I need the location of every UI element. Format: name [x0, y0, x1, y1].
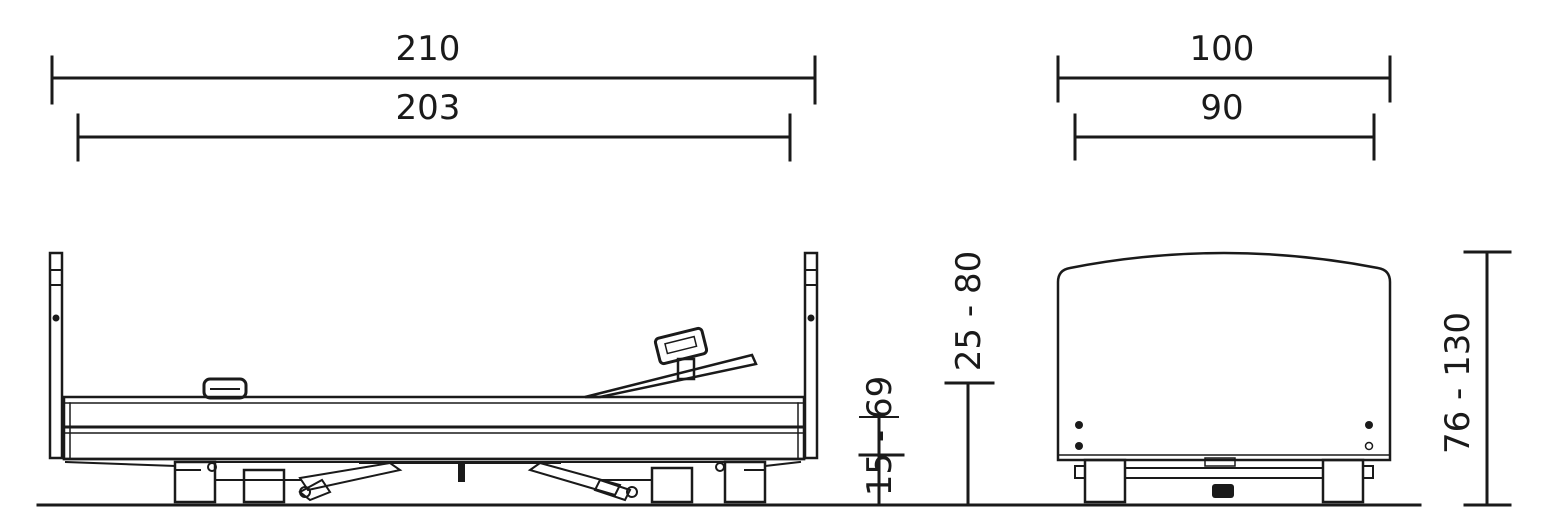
lifting-pole: [584, 326, 758, 399]
dimension-platform-height: 25 - 80: [944, 251, 995, 505]
undercarriage-side: [64, 460, 802, 504]
bed-front-view: [1056, 251, 1392, 504]
headboard-front: [1056, 251, 1392, 462]
dimension-overall-length: 210: [50, 29, 817, 105]
mattress-handle: [202, 377, 248, 400]
dimension-inner-length: 203: [76, 88, 792, 162]
end-post-left: [48, 251, 64, 460]
label-inner-length: 203: [396, 88, 461, 128]
end-post-right: [803, 251, 819, 460]
label-headboard-height: 76 - 130: [1438, 312, 1478, 454]
dimension-headboard-height: 76 - 130: [1438, 250, 1512, 507]
label-platform-height: 25 - 80: [949, 251, 989, 371]
label-clearance-height: 15 - 69: [860, 376, 900, 496]
label-overall-length: 210: [396, 29, 461, 69]
undercarriage-front: [1074, 457, 1374, 504]
dimension-overall-width: 100: [1056, 29, 1392, 103]
label-inner-width: 90: [1200, 88, 1243, 128]
dimension-clearance-height: 15 - 69: [858, 376, 905, 505]
label-overall-width: 100: [1190, 29, 1255, 69]
dimension-inner-width: 90: [1073, 88, 1376, 161]
bed-side-view: [48, 251, 819, 504]
